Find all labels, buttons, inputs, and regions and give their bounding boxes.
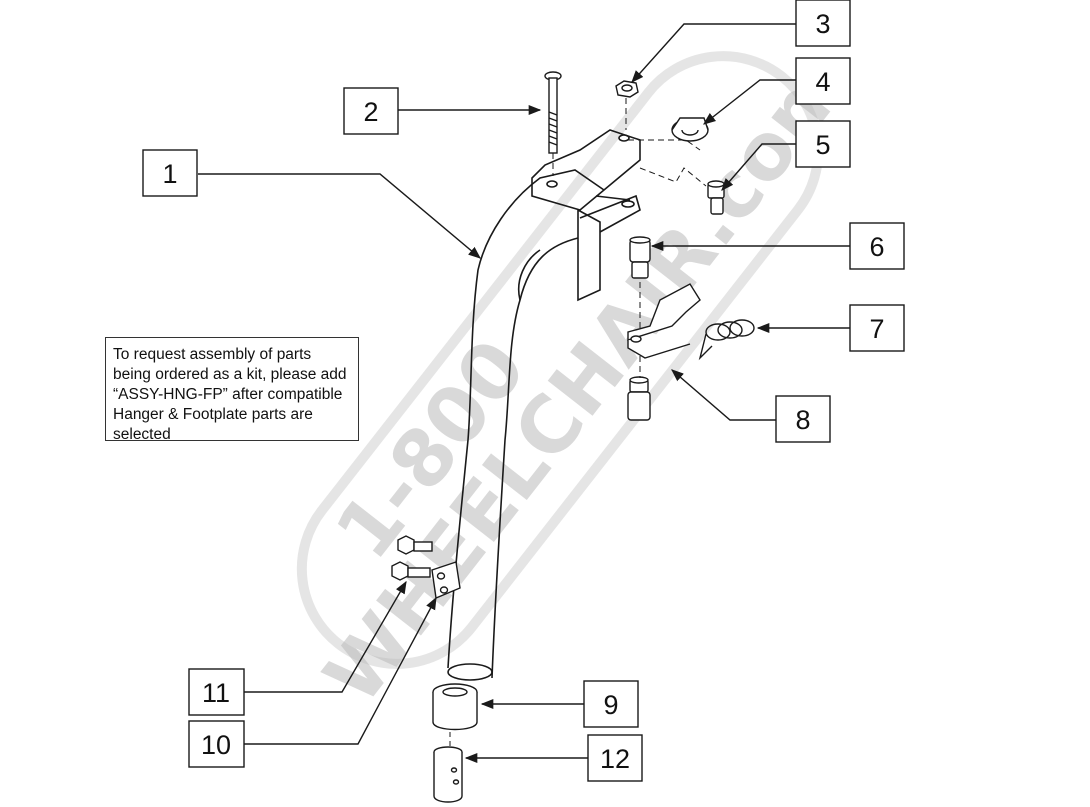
note-line: To request assembly of parts	[113, 346, 312, 363]
pin-5	[707, 180, 725, 215]
callout-label: 10	[201, 730, 231, 760]
watermark-line2: WHEELCHAIR.com	[308, 41, 866, 720]
callout-label: 5	[815, 130, 830, 160]
leader-lines	[198, 23, 850, 764]
callout-2: 2	[343, 87, 399, 135]
assembly-note: To request assembly of parts being order…	[105, 337, 359, 443]
callout-11: 11	[188, 668, 245, 716]
callout-5: 5	[795, 120, 851, 168]
callout-10: 10	[188, 720, 245, 768]
note-line: being ordered as a kit, please add	[113, 366, 347, 383]
callout-12: 12	[587, 734, 643, 782]
callout-label: 9	[603, 690, 618, 720]
lower-pin	[627, 376, 651, 421]
callout-1: 1	[142, 149, 198, 197]
plunger-6	[629, 236, 651, 279]
note-line: “ASSY-HNG-FP” after compatible	[113, 386, 343, 403]
callout-label: 11	[202, 678, 230, 708]
latch	[627, 283, 701, 359]
callout-label: 7	[869, 314, 884, 344]
callout-7: 7	[849, 304, 905, 352]
note-line: Hanger & Footplate parts are	[113, 406, 313, 423]
callout-label: 8	[795, 405, 810, 435]
callout-label: 4	[815, 67, 830, 97]
callout-8: 8	[775, 395, 831, 443]
callout-label: 3	[815, 9, 830, 39]
bushing-9	[432, 683, 478, 731]
spring	[698, 319, 755, 361]
callout-label: 2	[363, 97, 378, 127]
callout-9: 9	[583, 680, 639, 728]
callout-6: 6	[849, 222, 905, 270]
note-line: selected	[113, 426, 171, 443]
callout-label: 6	[869, 232, 884, 262]
bushing	[671, 117, 709, 142]
callout-4: 4	[795, 57, 851, 105]
nut	[615, 80, 639, 98]
pin-12	[433, 746, 463, 803]
callout-label: 1	[162, 159, 177, 189]
side-bolts	[391, 535, 461, 599]
callout-3: 3	[795, 0, 851, 47]
callout-label: 12	[600, 744, 630, 774]
bolt	[544, 71, 562, 154]
